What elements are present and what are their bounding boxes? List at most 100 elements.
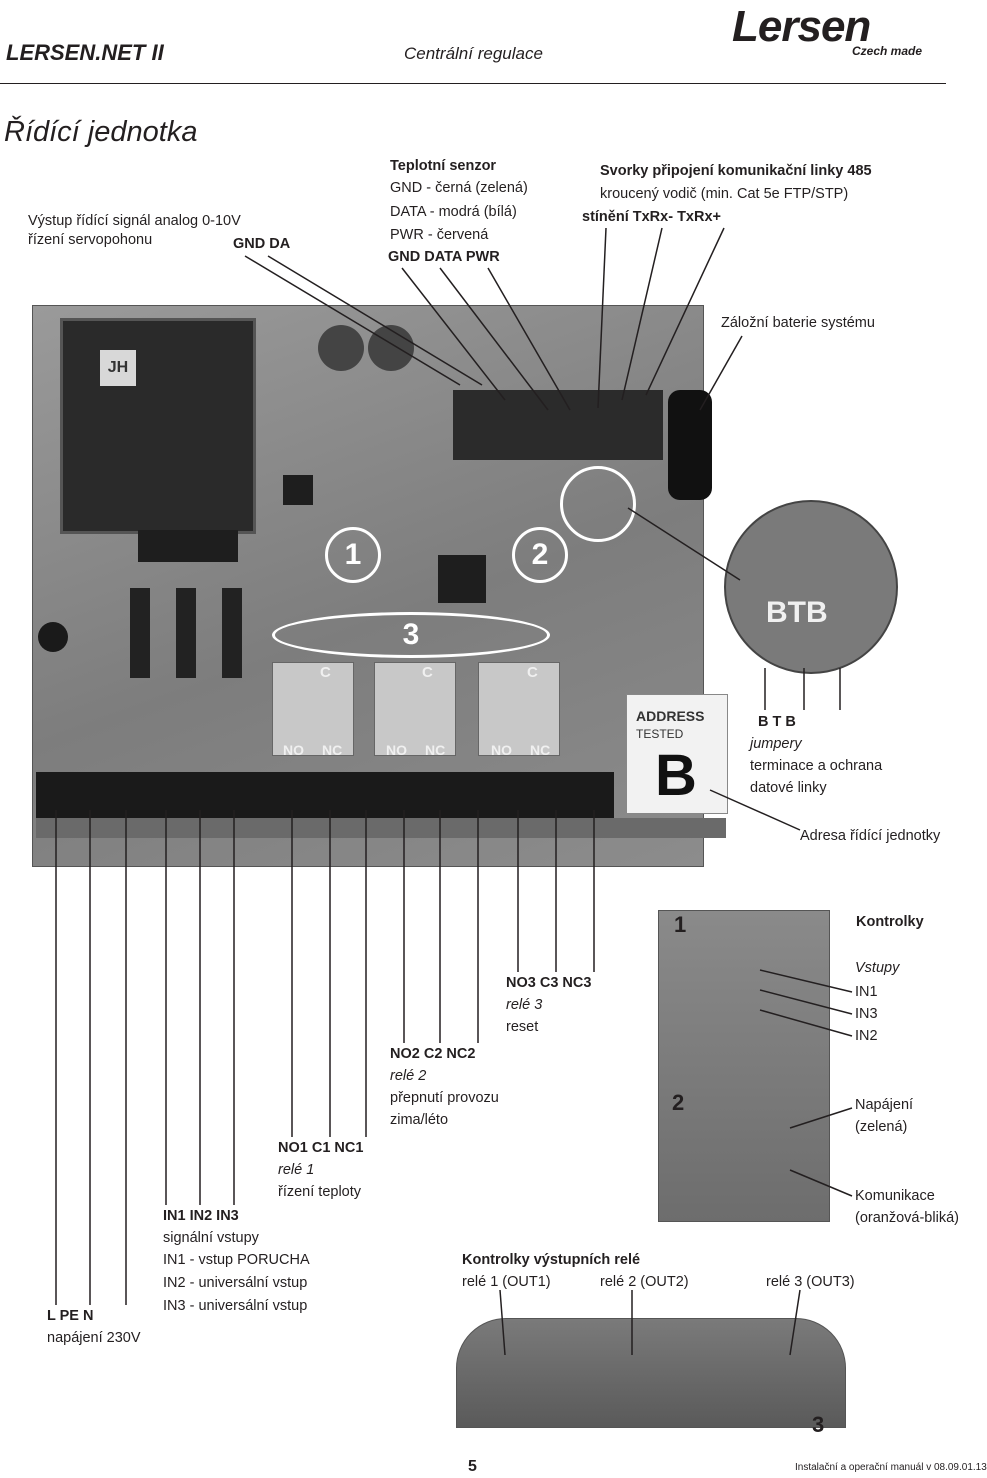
component (222, 588, 242, 678)
leader-in1-led (759, 969, 853, 993)
ic-chip (283, 475, 313, 505)
inputs-pins: IN1 IN2 IN3 (163, 1208, 239, 1224)
in1-desc: IN1 - vstup PORUCHA (163, 1252, 310, 1268)
footer-manual: Instalační a operační manuál v 08.09.01.… (795, 1462, 987, 1473)
battery-label: Záložní baterie systému (721, 315, 875, 331)
btb-detail-circle (724, 500, 898, 674)
leader-jumper (627, 507, 741, 581)
address-sticker-tested: TESTED (636, 727, 684, 741)
ic-chip (138, 530, 238, 562)
logo-subtitle: Czech made (852, 44, 923, 58)
leader-out3 (789, 1289, 801, 1356)
marker-1: 1 (325, 527, 381, 583)
page-title: Řídící jednotka (4, 116, 198, 148)
jh-sticker: JH (100, 350, 136, 386)
relay-nc-label: NC (530, 742, 551, 758)
analog-label-2: řízení servopohonu (28, 232, 153, 248)
termination-label-2: datové linky (750, 780, 827, 796)
rs485-cable: kroucený vodič (min. Cat 5e FTP/STP) (600, 186, 849, 202)
power-led-label-2: (zelená) (855, 1119, 908, 1135)
termination-label-1: terminace a ochrana (750, 758, 883, 774)
out3-label: relé 3 (OUT3) (766, 1274, 855, 1290)
address-letter: B (655, 743, 697, 808)
analog-label-1: Výstup řídící signál analog 0-10V (28, 213, 241, 229)
temp-pins: GND DATA PWR (388, 249, 500, 265)
in3-desc: IN3 - universální vstup (163, 1298, 308, 1314)
gnd-da-pins: GND DA (233, 236, 291, 252)
relay1-desc: řízení teploty (278, 1184, 362, 1200)
relay-2 (374, 662, 456, 756)
temp-gnd: GND - černá (zelená) (390, 180, 528, 196)
comm-led-label-1: Komunikace (855, 1188, 935, 1204)
relay3-label: relé 3 (506, 997, 543, 1013)
temp-sensor-title: Teplotní senzor (390, 158, 497, 174)
leader-shield (597, 227, 607, 409)
relay-c-label: C (320, 664, 331, 681)
leader-txrx-minus (621, 227, 663, 401)
power-pins: L PE N (47, 1308, 94, 1324)
inputs-label: signální vstupy (163, 1230, 259, 1246)
relay3-desc: reset (506, 1019, 539, 1035)
terminal-legend-strip (36, 818, 726, 838)
relay-no-label: NO (491, 742, 512, 758)
relay-1 (272, 662, 354, 756)
leader-da (267, 255, 483, 386)
leader-temp-gnd (401, 267, 506, 401)
page-number: 5 (468, 1458, 477, 1475)
relay2-desc-1: přepnutí provozu (390, 1090, 499, 1106)
header-brand: LERSEN.NET II (6, 40, 164, 65)
relay2-pins: NO2 C2 NC2 (390, 1046, 476, 1062)
detail-number-3: 3 (812, 1412, 825, 1437)
out1-label: relé 1 (OUT1) (462, 1274, 551, 1290)
header-section: Centrální regulace (404, 44, 543, 63)
lersen-logo: Lersen (732, 2, 871, 51)
led-detail-photo (658, 910, 830, 1222)
relay-nc-label: NC (425, 742, 446, 758)
in2-desc: IN2 - universální vstup (163, 1275, 308, 1291)
marker-2: 2 (512, 527, 568, 583)
component (130, 588, 150, 678)
header-divider (0, 83, 946, 84)
vstupy-label: Vstupy (855, 960, 900, 976)
btb-board-label: BTB (766, 596, 828, 629)
power-led-label-1: Napájení (855, 1097, 914, 1113)
leader-temp-pwr (487, 267, 571, 411)
leader-in2-led (759, 1009, 853, 1037)
relay-leds-title: Kontrolky výstupních relé (462, 1252, 641, 1268)
relay-no-label: NO (386, 742, 407, 758)
top-terminal-block (453, 390, 663, 460)
address-sticker (626, 694, 728, 814)
relay-3 (478, 662, 560, 756)
marker-3: 3 (272, 612, 550, 658)
backup-battery (668, 390, 712, 500)
relay-led-photo (456, 1318, 846, 1428)
ic-chip (438, 555, 486, 603)
relay3-pins: NO3 C3 NC3 (506, 975, 592, 991)
leader-comm-led (789, 1169, 853, 1197)
comm-led-label-2: (oranžová-bliká) (855, 1210, 959, 1226)
detail-number-2: 2 (672, 1090, 685, 1115)
leader-lines (55, 227, 853, 1356)
out2-label: relé 2 (OUT2) (600, 1274, 689, 1290)
rs485-title: Svorky připojení komunikační linky 485 (600, 163, 872, 179)
jumper-highlight (560, 466, 636, 542)
in3-led-label: IN3 (855, 1006, 878, 1022)
power-label: napájení 230V (47, 1330, 141, 1346)
relay-c-label: C (527, 664, 538, 681)
in2-led-label: IN2 (855, 1028, 878, 1044)
component (38, 622, 68, 652)
in1-led-label: IN1 (855, 984, 878, 1000)
relay-nc-label: NC (322, 742, 343, 758)
relay2-label: relé 2 (390, 1068, 427, 1084)
leader-out1 (499, 1289, 506, 1356)
jumpery-label: jumpery (750, 736, 802, 752)
temp-data: DATA - modrá (bílá) (390, 204, 517, 220)
temp-pwr: PWR - červená (390, 227, 489, 243)
relay1-label: relé 1 (278, 1162, 315, 1178)
capacitor (318, 325, 364, 371)
relay-no-label: NO (283, 742, 304, 758)
relay2-desc-2: zima/léto (390, 1112, 449, 1128)
leader-address (709, 789, 801, 831)
leader-battery (699, 335, 743, 411)
address-label: Adresa řídící jednotky (800, 828, 941, 844)
